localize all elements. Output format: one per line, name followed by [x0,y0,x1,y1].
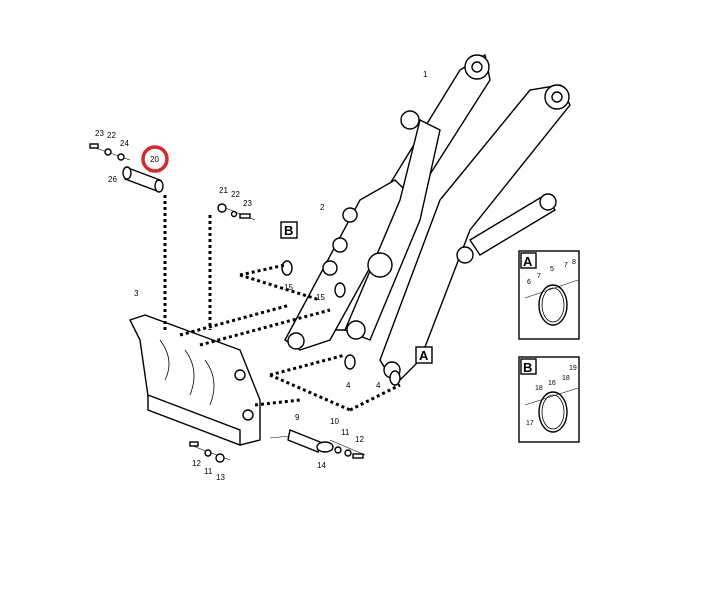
callout-4: 4 [346,381,351,390]
callout-12: 12 [192,459,201,468]
callout-4: 4 [376,381,381,390]
callout-15: 15 [316,293,325,302]
detail-b-label: 18 [535,385,543,392]
callout-10: 10 [330,417,339,426]
callout-9: 9 [295,413,300,422]
detail-ref-a: A [419,348,429,363]
detail-a-label: 8 [572,259,576,266]
callout-12: 12 [355,435,364,444]
detail-b-label: 16 [548,380,556,387]
detail-a-label: 6 [527,279,531,286]
callout-21: 21 [219,186,228,195]
callout-13: 13 [216,473,225,482]
callout-11: 11 [341,428,350,437]
callout-23: 23 [95,129,104,138]
detail-ref-a-box [415,346,433,364]
callout-26: 26 [108,175,117,184]
detail-a-label: 7 [564,262,568,269]
callout-1: 1 [423,70,428,79]
callout-22: 22 [231,190,240,199]
detail-a-panel: A 6 7 5 7 8 [518,250,580,340]
attachment-frame-3 [129,314,261,447]
detail-b-label: 18 [562,375,570,382]
callout-20: 20 [150,155,159,164]
callout-2: 2 [320,203,325,212]
detail-b-title: B [523,360,532,375]
detail-a-title: A [523,254,533,269]
highlight-circle [141,145,169,173]
detail-ref-b: B [284,223,293,238]
callout-15: 15 [284,283,293,292]
detail-a-label: 5 [550,266,554,273]
callout-3: 3 [134,289,139,298]
callout-24: 24 [120,139,129,148]
detail-a-label: 7 [537,273,541,280]
detail-b-label: 17 [526,420,534,427]
callout-23: 23 [243,199,252,208]
callout-14: 14 [317,461,326,470]
callout-22: 22 [107,131,116,140]
detail-b-panel: B 18 16 18 19 17 [518,356,580,443]
link-2 [284,110,441,379]
pin-20 [122,166,164,193]
callout-11: 11 [204,467,213,476]
detail-b-label: 19 [569,365,577,372]
detail-ref-b-box [280,221,298,239]
